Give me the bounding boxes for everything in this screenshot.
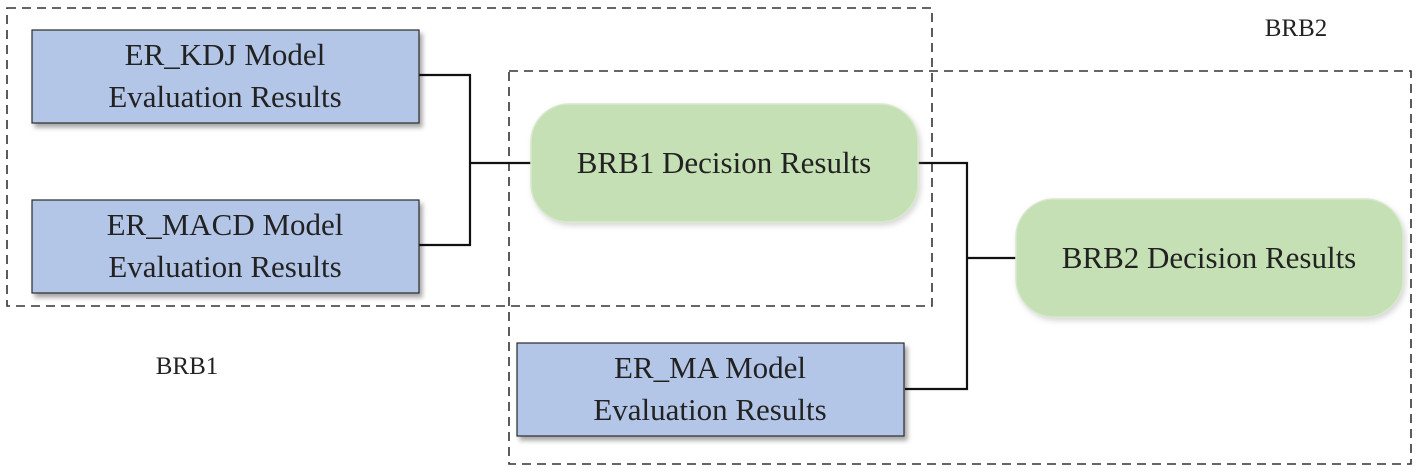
- er-kdj-box: [31, 29, 420, 124]
- er-macd-line2: Evaluation Results: [108, 249, 341, 284]
- brb2-decision-box: [1015, 198, 1404, 318]
- connector-brb1-to-brb2: [918, 161, 969, 258]
- brb1-group-label: BRB1: [156, 353, 219, 380]
- connector-ma-to-brb2: [905, 258, 969, 391]
- er-ma-box: [516, 342, 905, 437]
- brb1-decision-node: BRB1 Decision Results: [530, 103, 919, 223]
- er-macd-node: ER_MACD Model Evaluation Results: [31, 199, 420, 294]
- brb2-decision-node: BRB2 Decision Results: [1015, 198, 1404, 318]
- er-kdj-node: ER_KDJ Model Evaluation Results: [31, 29, 420, 124]
- brb1-decision-box: [530, 103, 919, 223]
- connector-macd-to-brb1: [419, 163, 472, 247]
- er-kdj-line1: ER_KDJ Model: [125, 37, 326, 72]
- er-ma-node: ER_MA Model Evaluation Results: [516, 342, 905, 437]
- connector-kdj-to-brb1: [419, 73, 472, 163]
- er-ma-line2: Evaluation Results: [593, 392, 826, 427]
- er-kdj-line2: Evaluation Results: [108, 79, 341, 114]
- er-ma-line1: ER_MA Model: [614, 350, 806, 385]
- brb1-decision-label: BRB1 Decision Results: [577, 145, 872, 180]
- brb1-group-border: [6, 7, 933, 307]
- er-macd-line1: ER_MACD Model: [107, 207, 344, 242]
- brb2-group-label: BRB2: [1265, 15, 1328, 42]
- connectors: [419, 73, 1016, 391]
- brb2-decision-label: BRB2 Decision Results: [1062, 240, 1357, 275]
- brb2-group-border: [508, 70, 1412, 465]
- er-macd-box: [31, 199, 420, 294]
